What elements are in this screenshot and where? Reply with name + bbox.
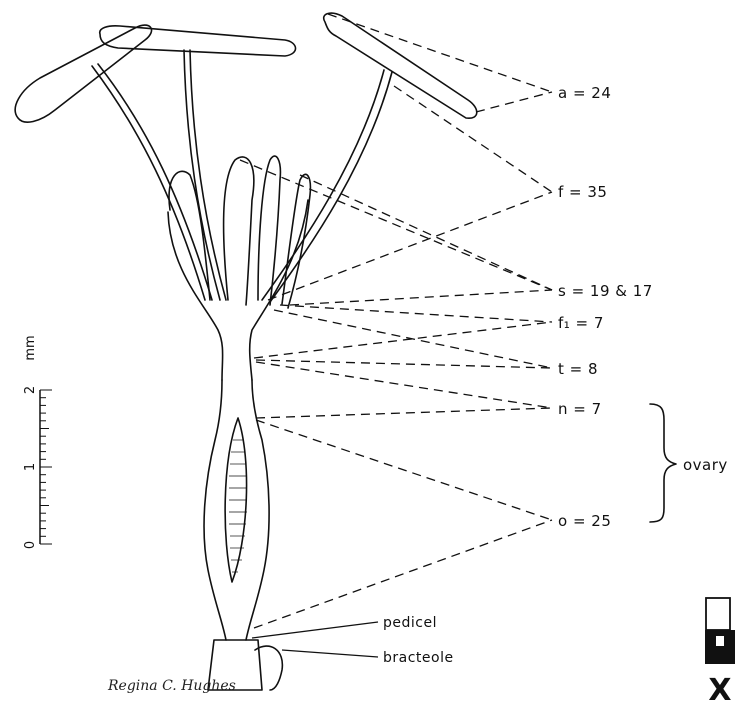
scale-unit: mm — [23, 335, 38, 360]
label-staminodes: s = 19 & 17 — [558, 282, 653, 300]
filament-mid-b — [190, 50, 226, 300]
label-ovary-length: o = 25 — [558, 512, 611, 530]
label-neck: n = 7 — [558, 400, 602, 418]
marker-x-label: X — [708, 673, 731, 703]
ovary-brace: ovary — [650, 404, 728, 522]
label-bracteole: bracteole — [383, 650, 454, 666]
marker-window — [716, 636, 724, 646]
marker-top-outline — [706, 598, 730, 630]
scale-tick-2: 2 — [23, 386, 38, 394]
scale-bar: 0 1 2 mm — [23, 335, 52, 549]
anther-left — [15, 25, 151, 122]
filament-left-a — [92, 66, 205, 300]
staminode-3 — [258, 156, 280, 305]
marker-base-block — [705, 630, 735, 664]
anther-right — [324, 13, 477, 118]
label-tube: t = 8 — [558, 360, 598, 378]
ovary-right-edge — [246, 380, 269, 640]
artist-signature: Regina C. Hughes — [107, 678, 236, 694]
label-filament: f = 35 — [558, 183, 607, 201]
label-pedicel: pedicel — [383, 615, 437, 631]
label-anther: a = 24 — [558, 84, 611, 102]
label-filament-short: f₁ = 7 — [558, 314, 604, 332]
tube-left-edge — [168, 212, 223, 380]
scale-tick-0: 0 — [23, 541, 38, 549]
measurement-labels: a = 24 f = 35 s = 19 & 17 f₁ = 7 t = 8 n… — [383, 84, 653, 666]
label-ovary: ovary — [683, 456, 728, 474]
scale-tick-1: 1 — [23, 463, 38, 471]
flower-drawing — [15, 13, 477, 690]
magnification-marker: X — [705, 598, 735, 703]
staminode-4 — [282, 174, 310, 308]
ovary-left-edge — [204, 380, 226, 640]
leader-lines — [240, 14, 552, 657]
ovary-hatching — [229, 440, 247, 572]
staminode-2 — [224, 157, 254, 305]
